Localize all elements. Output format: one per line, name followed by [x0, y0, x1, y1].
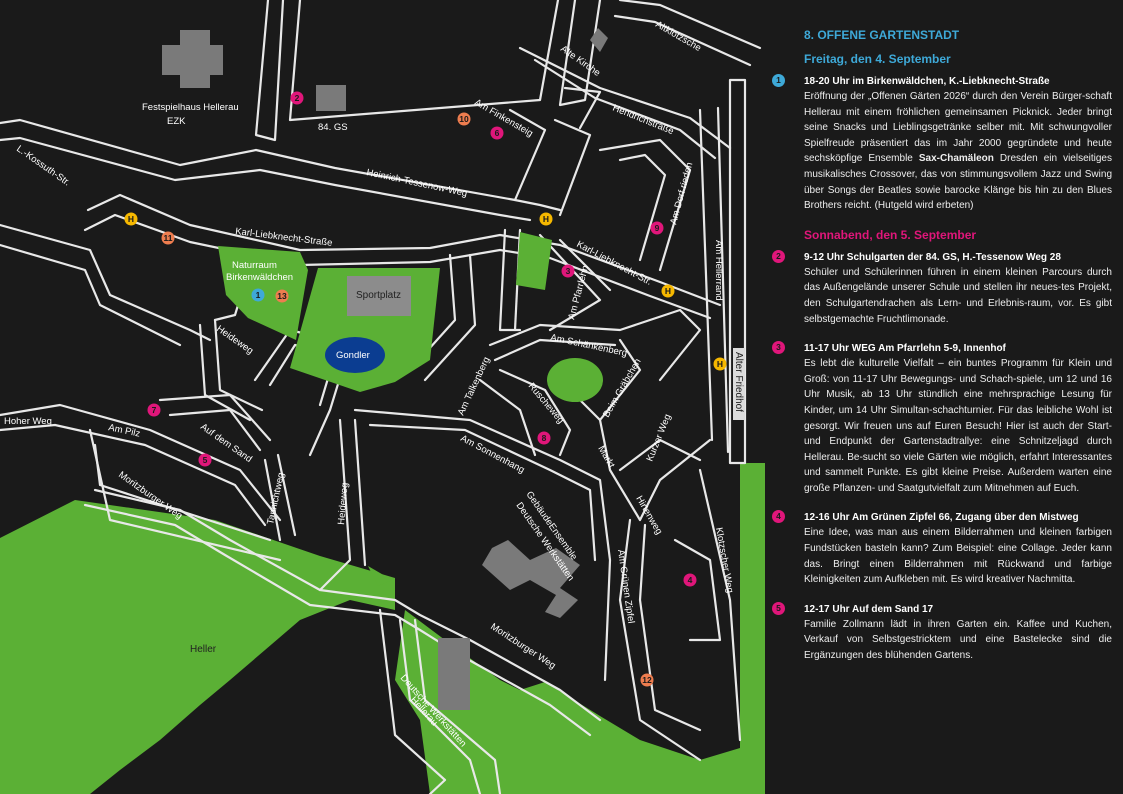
svg-text:12: 12 [642, 675, 652, 685]
label-naturraum-1: Naturraum [232, 260, 277, 271]
label-gondler: Gondler [336, 350, 370, 361]
marker-8[interactable]: 8 [537, 431, 551, 445]
svg-text:7: 7 [152, 405, 157, 415]
svg-text:4: 4 [688, 575, 693, 585]
event-number-badge: 3 [772, 341, 785, 355]
marker-9[interactable]: 9 [650, 221, 664, 235]
label-heller: Heller [190, 644, 217, 655]
marker-11[interactable]: 11 [161, 231, 175, 245]
alter-friedhof-strip [733, 348, 745, 420]
label-sportplatz: Sportplatz [356, 290, 401, 301]
bus-stop-h-4[interactable]: H [713, 357, 727, 371]
day-heading-friday: Freitag, den 4. September [804, 52, 951, 66]
label-hoher-weg: Hoher Weg [4, 416, 52, 427]
bus-stop-h-2[interactable]: H [539, 212, 553, 226]
label-heideweg-2: Heideweg [336, 482, 351, 525]
event-description: Schüler und Schülerinnen führen in einem… [804, 266, 1112, 325]
label-festspielhaus: Festspielhaus Hellerau [142, 102, 239, 113]
small-green-triangle [368, 566, 392, 586]
event-3: 3 11-17 Uhr WEG Am Pfarrlehn 5-9, Innenh… [772, 341, 1112, 496]
label-alter-friedhof: Alter Friedhof [733, 352, 744, 412]
event-number-badge: 1 [772, 74, 785, 87]
gs84-building [316, 85, 346, 111]
heller-area [0, 500, 395, 794]
svg-text:6: 6 [495, 128, 500, 138]
event-heading: 12-17 Uhr Auf dem Sand 17 [804, 603, 934, 615]
svg-text:11: 11 [164, 233, 173, 243]
event-heading: 12-16 Uhr Am Grünen Zipfel 66, Zugang üb… [804, 512, 1079, 524]
event-description: Eine Idee, was man aus einem Bilderrahme… [804, 527, 1112, 586]
event-number-badge: 4 [772, 510, 785, 524]
svg-text:9: 9 [655, 223, 660, 233]
event-2: 2 9-12 Uhr Schulgarten der 84. GS, H.-Te… [772, 249, 1112, 327]
svg-text:3: 3 [566, 266, 571, 276]
day-heading-saturday: Sonnabend, den 5. September [804, 227, 977, 242]
deutsche-werkstaetten-building [438, 638, 470, 710]
event-heading: 9-12 Uhr Schulgarten der 84. GS, H.-Tess… [804, 251, 1061, 263]
sportplatz-building [347, 276, 411, 316]
event-description: Es lebt die kulturelle Vielfalt – ein bu… [804, 358, 1112, 494]
event-1: 1 18-20 Uhr im Birkenwäldchen, K.-Liebkn… [772, 74, 1112, 214]
svg-text:8: 8 [542, 433, 547, 443]
label-naturraum-2: Birkenwäldchen [226, 272, 293, 283]
svg-text:2: 2 [295, 93, 300, 103]
marker-7[interactable]: 7 [147, 403, 161, 417]
green-pfarrlehn [516, 232, 552, 290]
svg-text:13: 13 [277, 291, 287, 301]
svg-text:H: H [128, 214, 134, 224]
green-schaenkenberg [547, 358, 603, 402]
svg-text:H: H [665, 286, 671, 296]
gondler-pond [325, 337, 385, 373]
map-canvas: Festspielhaus Hellerau EZK 84. GS Alte K… [0, 0, 765, 794]
svg-text:1: 1 [256, 290, 261, 300]
heller-area-east [395, 463, 765, 794]
festspielhaus-building [162, 30, 223, 88]
program-title: 8. OFFENE GARTENSTADT [804, 28, 960, 42]
map: Festspielhaus Hellerau EZK 84. GS Alte K… [0, 0, 765, 794]
map-markers: 1 13 2 10 6 9 3 11 7 5 8 4 12 H H H H [124, 91, 727, 687]
marker-1[interactable]: 1 [251, 288, 265, 302]
marker-2[interactable]: 2 [290, 91, 304, 105]
svg-text:H: H [717, 359, 723, 369]
event-4: 4 12-16 Uhr Am Grünen Zipfel 66, Zugang … [772, 510, 1112, 587]
svg-text:5: 5 [203, 455, 208, 465]
event-description: Eröffnung der „Offenen Gärten 2026“ durc… [804, 91, 1112, 212]
event-heading: 18-20 Uhr im Birkenwäldchen, K.-Liebknec… [804, 76, 1050, 87]
event-sidebar: 8. OFFENE GARTENSTADT Freitag, den 4. Se… [772, 28, 1112, 678]
marker-5[interactable]: 5 [198, 453, 212, 467]
bus-stop-h-3[interactable]: H [661, 284, 675, 298]
road-network [0, 0, 762, 794]
label-gs84: 84. GS [318, 122, 348, 133]
label-am-hellerrand: Am Hellerrand [713, 240, 724, 301]
marker-6-north[interactable]: 6 [490, 126, 504, 140]
event-number-badge: 5 [772, 601, 785, 615]
marker-10[interactable]: 10 [457, 112, 471, 126]
bus-stop-h-1[interactable]: H [124, 212, 138, 226]
marker-4[interactable]: 4 [683, 573, 697, 587]
marker-13[interactable]: 13 [275, 289, 289, 303]
gebaeude-ensemble-building [482, 540, 580, 618]
event-number-badge: 2 [772, 249, 785, 263]
svg-text:10: 10 [459, 114, 469, 124]
alte-kirche-building [590, 28, 608, 52]
event-heading: 11-17 Uhr WEG Am Pfarrlehn 5-9, Innenhof [804, 343, 1006, 355]
marker-3[interactable]: 3 [561, 264, 575, 278]
label-ezk: EZK [167, 116, 186, 127]
event-description: Familie Zollmann lädt in ihren Garten ei… [804, 618, 1112, 662]
event-5: 5 12-17 Uhr Auf dem Sand 17 Familie Zoll… [772, 601, 1112, 664]
marker-12[interactable]: 12 [640, 673, 654, 687]
svg-text:H: H [543, 214, 549, 224]
